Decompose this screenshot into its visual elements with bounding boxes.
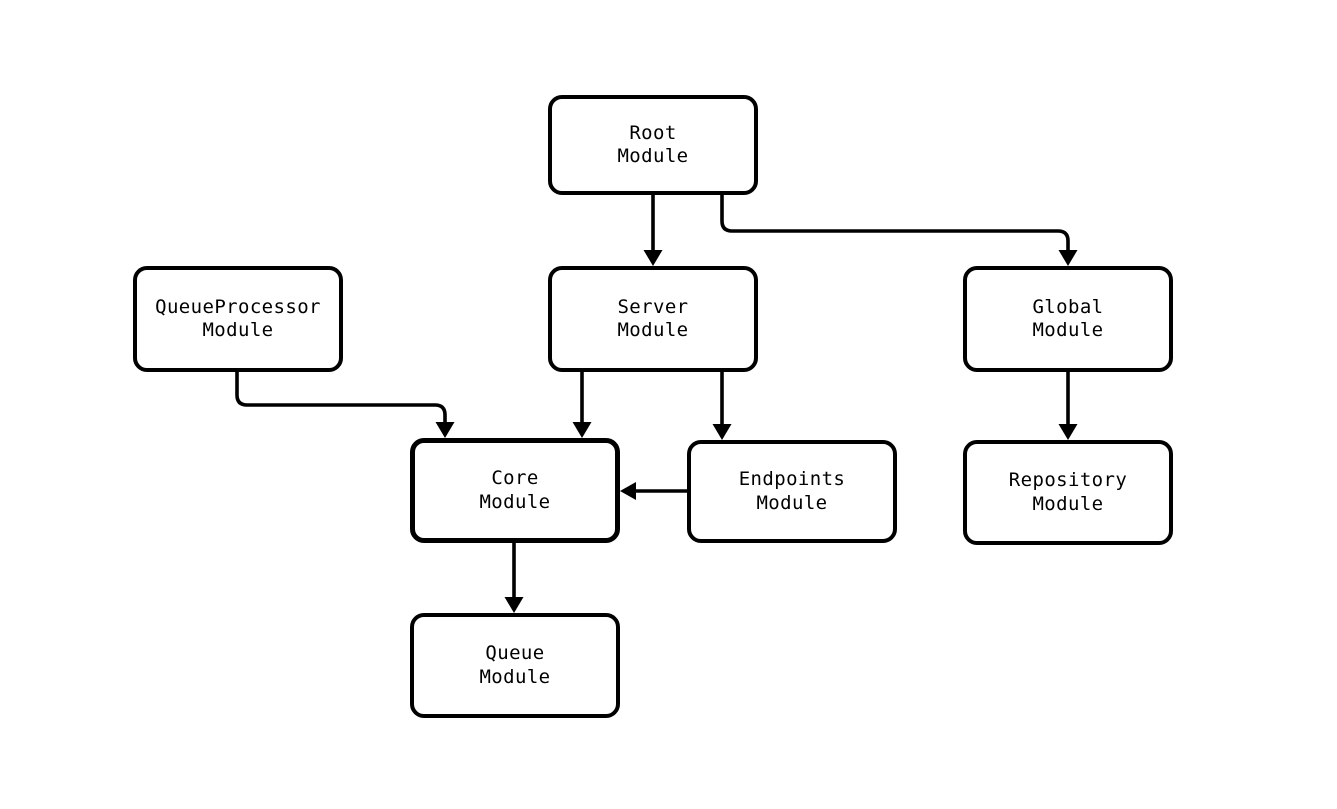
node-label-secondary: Module bbox=[617, 319, 689, 341]
node-label-secondary: Module bbox=[1032, 319, 1104, 341]
arrowhead-root-to-global bbox=[1058, 250, 1078, 266]
node-label-primary: Endpoints bbox=[738, 468, 846, 491]
arrowhead-global-to-repository bbox=[1058, 424, 1078, 440]
arrowhead-server-to-endpoints bbox=[712, 424, 732, 440]
node-label-secondary: Module bbox=[756, 491, 828, 514]
node-label-primary: Queue bbox=[485, 642, 545, 665]
node-label-primary: Server bbox=[617, 295, 689, 318]
node-label-primary: Global bbox=[1032, 295, 1104, 318]
node-label-primary: QueueProcessor bbox=[155, 295, 321, 318]
node-label-primary: Root bbox=[629, 121, 677, 144]
node-label-secondary: Module bbox=[202, 319, 274, 341]
node-label-secondary: Module bbox=[617, 145, 689, 167]
node-label-secondary: Module bbox=[479, 665, 551, 688]
arrowhead-root-to-server bbox=[643, 250, 663, 266]
node-label-primary: Core bbox=[491, 467, 539, 490]
arrowhead-queueprocessor-to-core bbox=[435, 422, 455, 438]
edge-root-to-global bbox=[720, 195, 1070, 252]
node-label-secondary: Module bbox=[1032, 492, 1104, 515]
arrowhead-core-to-queue bbox=[504, 597, 524, 613]
node-label-secondary: Module bbox=[479, 490, 551, 513]
edge-queueprocessor-to-core bbox=[235, 372, 447, 424]
arrowhead-server-to-core bbox=[572, 422, 592, 438]
arrowhead-endpoints-to-core bbox=[620, 482, 636, 500]
node-label-primary: Repository bbox=[1008, 469, 1128, 492]
